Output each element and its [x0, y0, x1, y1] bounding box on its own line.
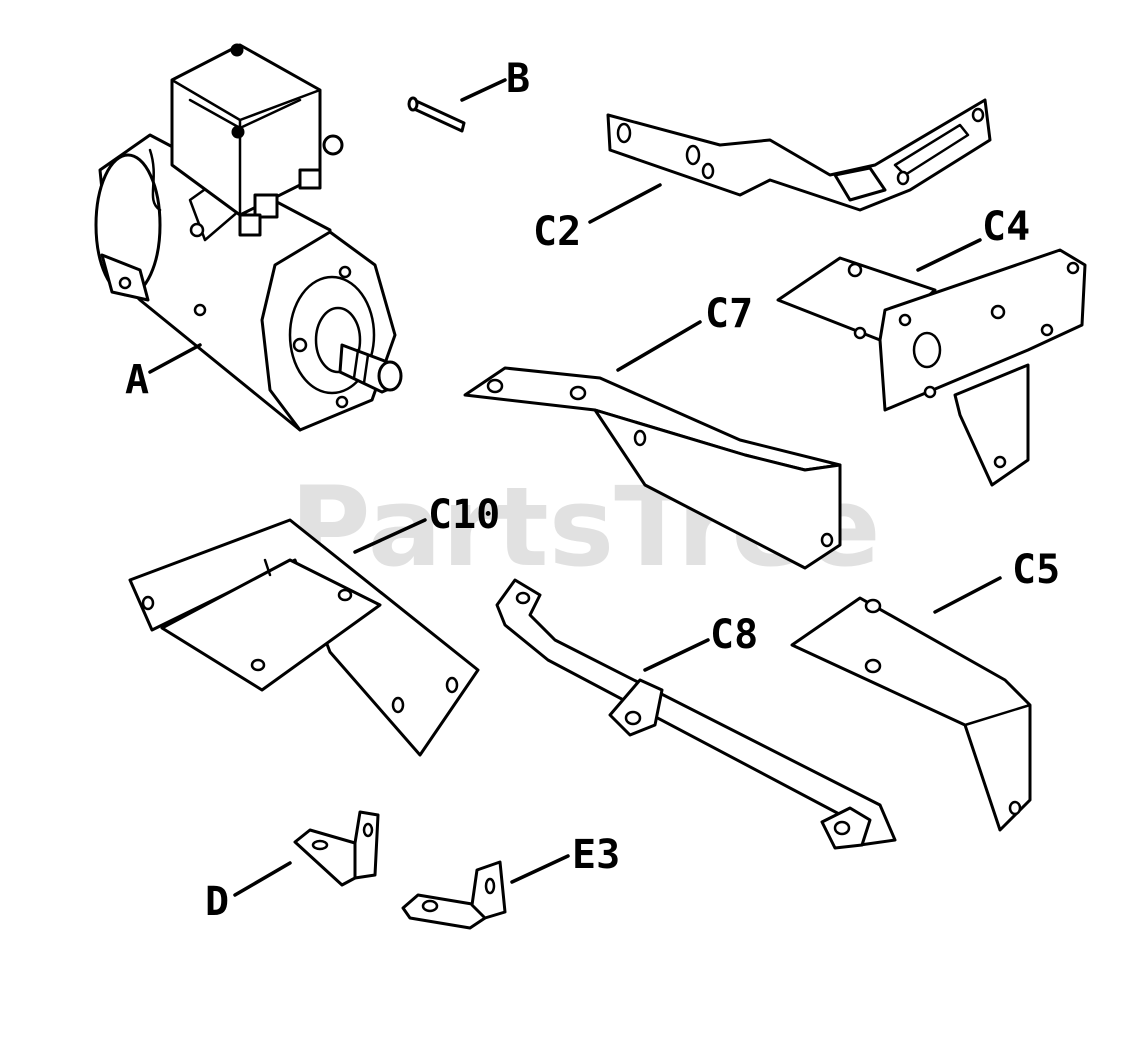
callout-a: A: [125, 357, 149, 403]
part-c10-bracket[interactable]: [128, 518, 480, 757]
part-c4-bracket[interactable]: [776, 248, 1087, 487]
callout-c2: C2: [533, 209, 581, 255]
callout-c10: C10: [428, 492, 500, 538]
callout-e3: E3: [572, 832, 620, 878]
callout-c8: C8: [710, 612, 758, 658]
callout-labels: A B C2 C4 C7 C10 C5 C8 D E3: [125, 56, 1060, 925]
callout-d: D: [205, 879, 229, 925]
part-b-pin[interactable]: [407, 96, 466, 133]
part-c2-bracket[interactable]: [606, 98, 992, 212]
part-c8-bracket[interactable]: [495, 578, 897, 850]
part-c5-bracket[interactable]: [790, 596, 1032, 832]
part-d-angle[interactable]: [293, 810, 380, 887]
callout-c7: C7: [705, 291, 753, 337]
part-a-generator[interactable]: [94, 43, 403, 432]
part-c7-bracket[interactable]: [463, 366, 842, 570]
callout-c4: C4: [982, 204, 1030, 250]
leader-lines: [148, 78, 1002, 897]
callout-b: B: [506, 56, 530, 102]
callout-c5: C5: [1012, 547, 1060, 593]
part-e3-angle[interactable]: [401, 860, 507, 930]
